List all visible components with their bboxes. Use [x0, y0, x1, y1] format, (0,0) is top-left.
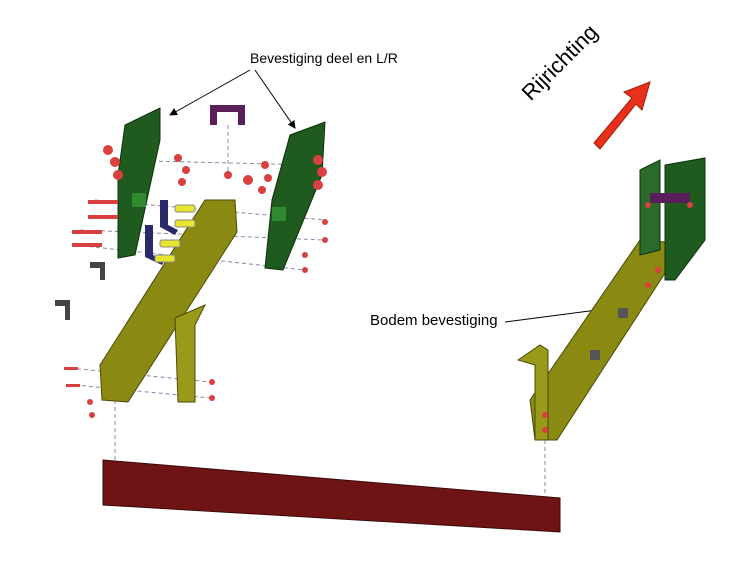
left-post: [174, 303, 207, 403]
bottom-label: Bodem bevestiging: [370, 312, 498, 329]
right-side-plate: [664, 157, 706, 281]
direction-arrow-icon: [593, 81, 651, 150]
grey-bracket-1: [90, 262, 105, 280]
spacers: [154, 204, 196, 263]
clamp-lower: [145, 225, 165, 265]
label-arrow-left: [169, 69, 251, 116]
top-bracket: [210, 105, 245, 125]
bottom-bar: [102, 459, 561, 533]
left-small-plate: [132, 193, 146, 207]
right-beam: [529, 239, 668, 441]
left-plate: [117, 107, 161, 259]
bolts: [64, 145, 328, 418]
grey-bracket-2: [55, 300, 70, 320]
right-side-plate-2: [639, 159, 661, 256]
right-plate: [264, 121, 326, 271]
right-bolts: [542, 202, 693, 433]
right-bracket: [650, 193, 690, 203]
right-post: [516, 344, 549, 441]
label-arrow-right: [254, 69, 296, 129]
right-small-plate: [272, 207, 286, 221]
top-label: Bevestiging deel en L/R: [250, 50, 398, 66]
left-beam: [99, 199, 238, 403]
floor-brackets: [590, 308, 628, 360]
clamp-upper: [160, 200, 178, 235]
